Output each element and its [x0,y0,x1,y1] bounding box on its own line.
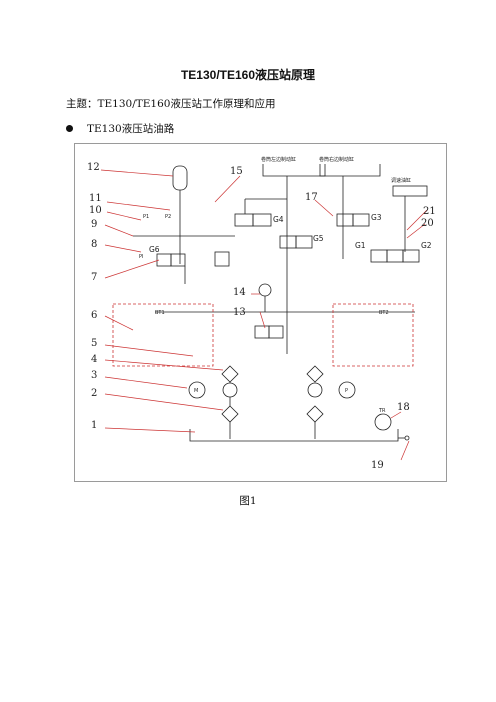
motor-right [338,381,356,399]
label-m: M [194,388,198,394]
callout-4: 4 [91,354,97,365]
callout-3: 3 [91,370,97,381]
pump-right [307,382,323,398]
valve-g2-a [386,249,404,263]
label-g2: G2 [421,241,432,250]
right-cylinder-bracket [319,164,381,177]
label-clutch-cylinder: 调速油缸 [391,177,411,184]
label-bt2: BT2 [379,310,389,316]
document-subject: 主题：TE130/TE160液压站工作原理和应用 [66,98,276,110]
valve-g1 [370,249,388,263]
filter-right-bottom [306,405,324,423]
label-tr: TR [378,408,386,414]
motor-left [188,381,206,399]
cooler-box-bt1 [112,303,214,367]
callout-14: 14 [233,287,246,298]
drain-plug [404,435,410,441]
label-p2: P2 [165,214,171,220]
valve-g5-b [295,235,313,249]
relief-valve [214,251,230,267]
valve-13-a [254,325,270,339]
hydraulic-schematic: 12 15 11 10 9 8 7 6 5 4 3 2 1 14 13 17 2… [87,156,436,471]
valve-g6-a [156,253,172,267]
label-g1: G1 [355,241,366,250]
section-heading-text: TE130液压站油路 [87,123,175,135]
valve-g3-b [352,213,370,227]
callout-18: 18 [397,402,410,413]
callout-12: 12 [87,162,100,173]
callout-7: 7 [91,272,97,283]
document-title: TE130/TE160液压站原理 [180,68,316,82]
callout-19: 19 [371,460,384,471]
label-p1: P1 [143,214,149,220]
valve-g3-a [336,213,354,227]
callout-9: 9 [91,219,97,230]
filter-right-top [306,365,324,383]
callout-6: 6 [91,310,97,321]
clutch-cylinder [392,185,428,197]
figure-caption: 图1 [239,495,257,507]
callout-2: 2 [91,388,97,399]
accumulator [172,165,188,191]
valve-g6-b [170,253,186,267]
label-p: P [345,388,348,394]
pump-left [222,382,238,398]
valve-13-b [268,325,284,339]
label-bt1: BT1 [155,310,165,316]
callout-20: 20 [421,218,434,229]
label-right-cylinder: 卷筒右边制动缸 [319,156,354,163]
cooler-box-bt2 [332,303,414,367]
label-g4: G4 [273,215,284,224]
hydraulic-schematic-figure: 12 15 11 10 9 8 7 6 5 4 3 2 1 14 13 17 2… [74,143,447,482]
label-g3: G3 [371,213,382,222]
label-pi: PI [139,254,144,260]
filter-left-bottom [221,405,239,423]
callout-10: 10 [89,205,102,216]
callout-21: 21 [423,206,436,217]
callout-15: 15 [230,166,243,177]
temperature-gauge [374,413,392,431]
callout-13: 13 [233,307,246,318]
callout-5: 5 [91,338,97,349]
oil-tank [189,429,399,442]
pressure-gauge-14 [258,283,272,297]
filter-left-top [221,365,239,383]
label-g6: G6 [149,245,160,254]
callout-11: 11 [89,193,102,204]
valve-g4-b [252,213,272,227]
label-g5: G5 [313,234,324,243]
left-cylinder-bracket [262,164,326,177]
valve-g4-a [234,213,254,227]
callout-8: 8 [91,239,97,250]
callout-1: 1 [91,420,97,431]
bullet-icon [66,125,73,132]
callout-17: 17 [305,192,318,203]
section-heading: TE130液压站油路 [66,121,174,136]
label-left-cylinder: 卷筒左边制动缸 [261,156,296,163]
valve-g2-b [402,249,420,263]
valve-g5-a [279,235,297,249]
